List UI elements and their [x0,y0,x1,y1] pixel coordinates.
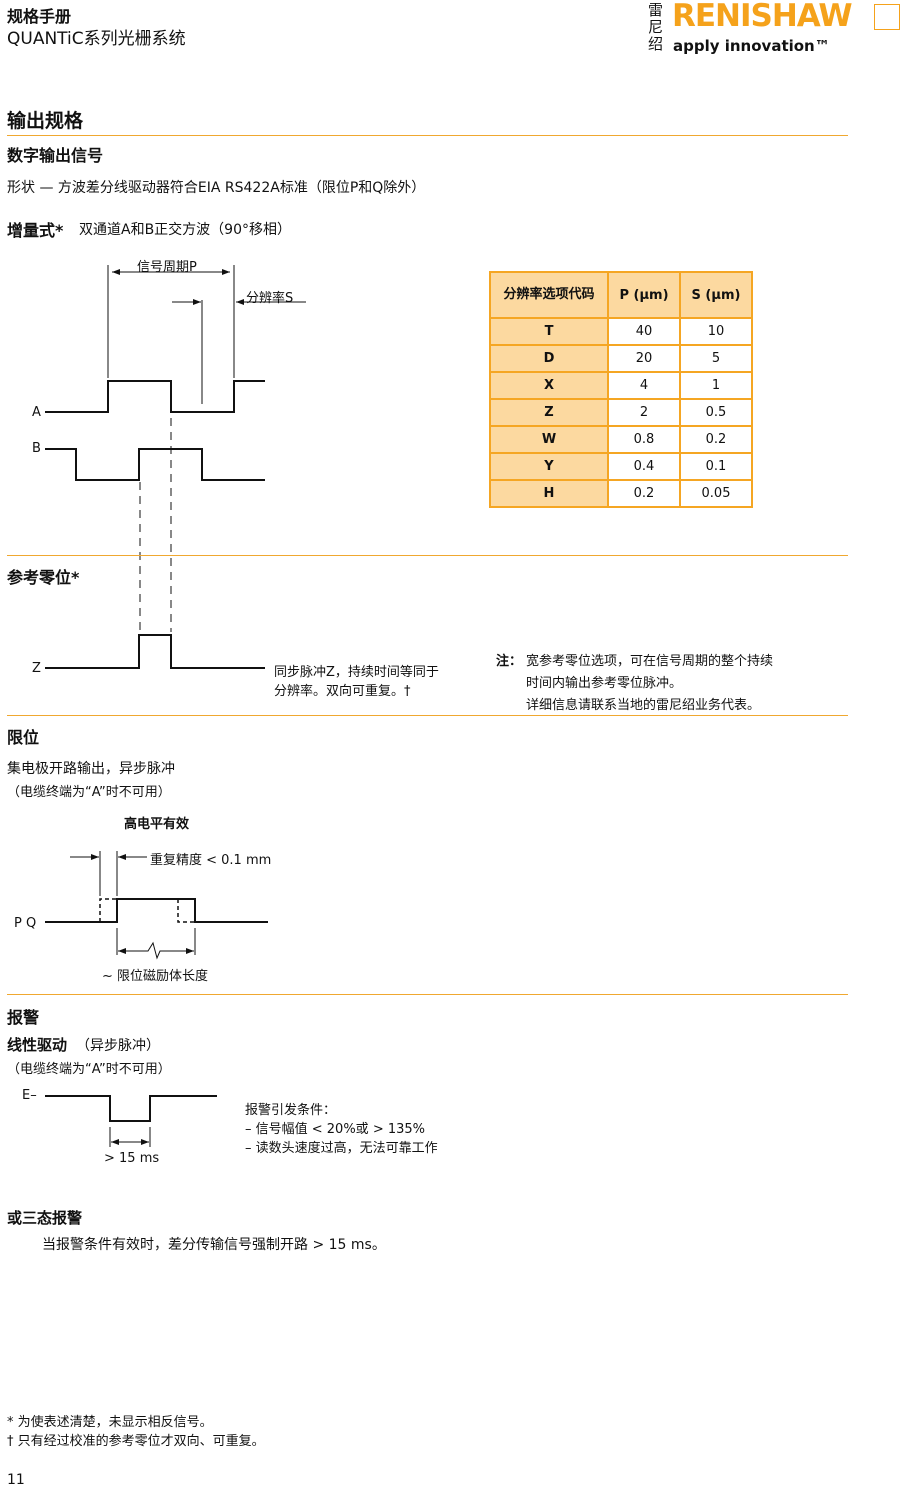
divider [7,994,848,995]
header-code: 分辨率选项代码 [489,271,609,319]
incremental-label: 增量式* [7,221,64,240]
divider [7,135,848,136]
pq-label: P Q [14,916,37,931]
digital-title: 数字输出信号 [7,146,104,165]
header-s: S (µm) [679,271,753,319]
reference-title: 参考零位* [7,568,80,587]
channel-z-label: Z [32,661,41,676]
z-desc-1: 同步脉冲Z，持续时间等同于 [274,665,439,680]
waveform-pq [45,898,268,923]
alarm-title: 报警 [7,1008,40,1027]
page-number: 11 [7,1472,25,1488]
tristate-title: 或三态报警 [7,1209,83,1227]
note-line-1: 宽参考零位选项，可在信号周期的整个持续 [526,654,774,669]
period-label: 信号周期P [137,260,197,275]
limit-title: 限位 [7,728,40,747]
divider [7,715,848,716]
resolution-label: 分辨率S [246,291,294,306]
logo-brand: RENISHAW [672,0,853,34]
header-p: P (µm) [607,271,681,319]
time-label: > 15 ms [104,1151,160,1166]
alarm-cable-note: （电缆终端为“A”时不可用） [7,1062,171,1077]
waveform-a [45,380,265,413]
footnote: * 为使表述清楚，未显示相反信号。 [7,1415,213,1430]
e-label: E– [22,1088,37,1103]
form-text: 形状 — 方波差分线驱动器符合EIA RS422A标准（限位P和Q除外） [7,180,426,196]
line-drive-desc: （异步脉冲） [76,1038,160,1054]
incremental-desc: 双通道A和B正交方波（90°移相） [79,222,291,238]
logo-tagline: apply innovation™ [673,37,830,55]
channel-b-label: B [32,441,41,456]
waveform-z [45,634,265,669]
divider [7,555,848,556]
repeatability-label: 重复精度 < 0.1 mm [150,853,272,868]
alarm-condition-1: – 信号幅值 < 20%或 > 135% [245,1122,426,1137]
waveform-b [45,448,265,481]
channel-a-label: A [32,405,41,420]
note-label: 注： [496,654,523,669]
note-line-3: 详细信息请联系当地的雷尼绍业务代表。 [526,698,761,713]
line-drive-label: 线性驱动 [7,1036,68,1054]
alarm-condition-2: – 读数头速度过高，无法可靠工作 [245,1141,438,1156]
actuator-length-label: ~ 限位磁励体长度 [102,969,209,984]
limit-cable-note: （电缆终端为“A”时不可用） [7,785,171,800]
note-line-2: 时间内输出参考零位脉冲。 [526,676,683,691]
doc-subtitle: QUANTiC系列光栅系统 [7,29,186,49]
waveform-e [45,1095,217,1122]
tristate-desc: 当报警条件有效时，差分传输信号强制开路 > 15 ms。 [42,1237,386,1253]
section-title: 输出规格 [7,110,84,132]
footnote: † 只有经过校准的参考零位才双向、可重复。 [7,1434,265,1449]
limit-desc: 集电极开路输出，异步脉冲 [7,761,175,777]
logo-cn: 雷尼绍 [648,1,664,53]
active-high-label: 高电平有效 [124,817,190,832]
z-desc-2: 分辨率。双向可重复。† [274,684,411,699]
alarm-conditions-title: 报警引发条件： [245,1103,337,1118]
doc-title: 规格手册 [7,7,72,26]
